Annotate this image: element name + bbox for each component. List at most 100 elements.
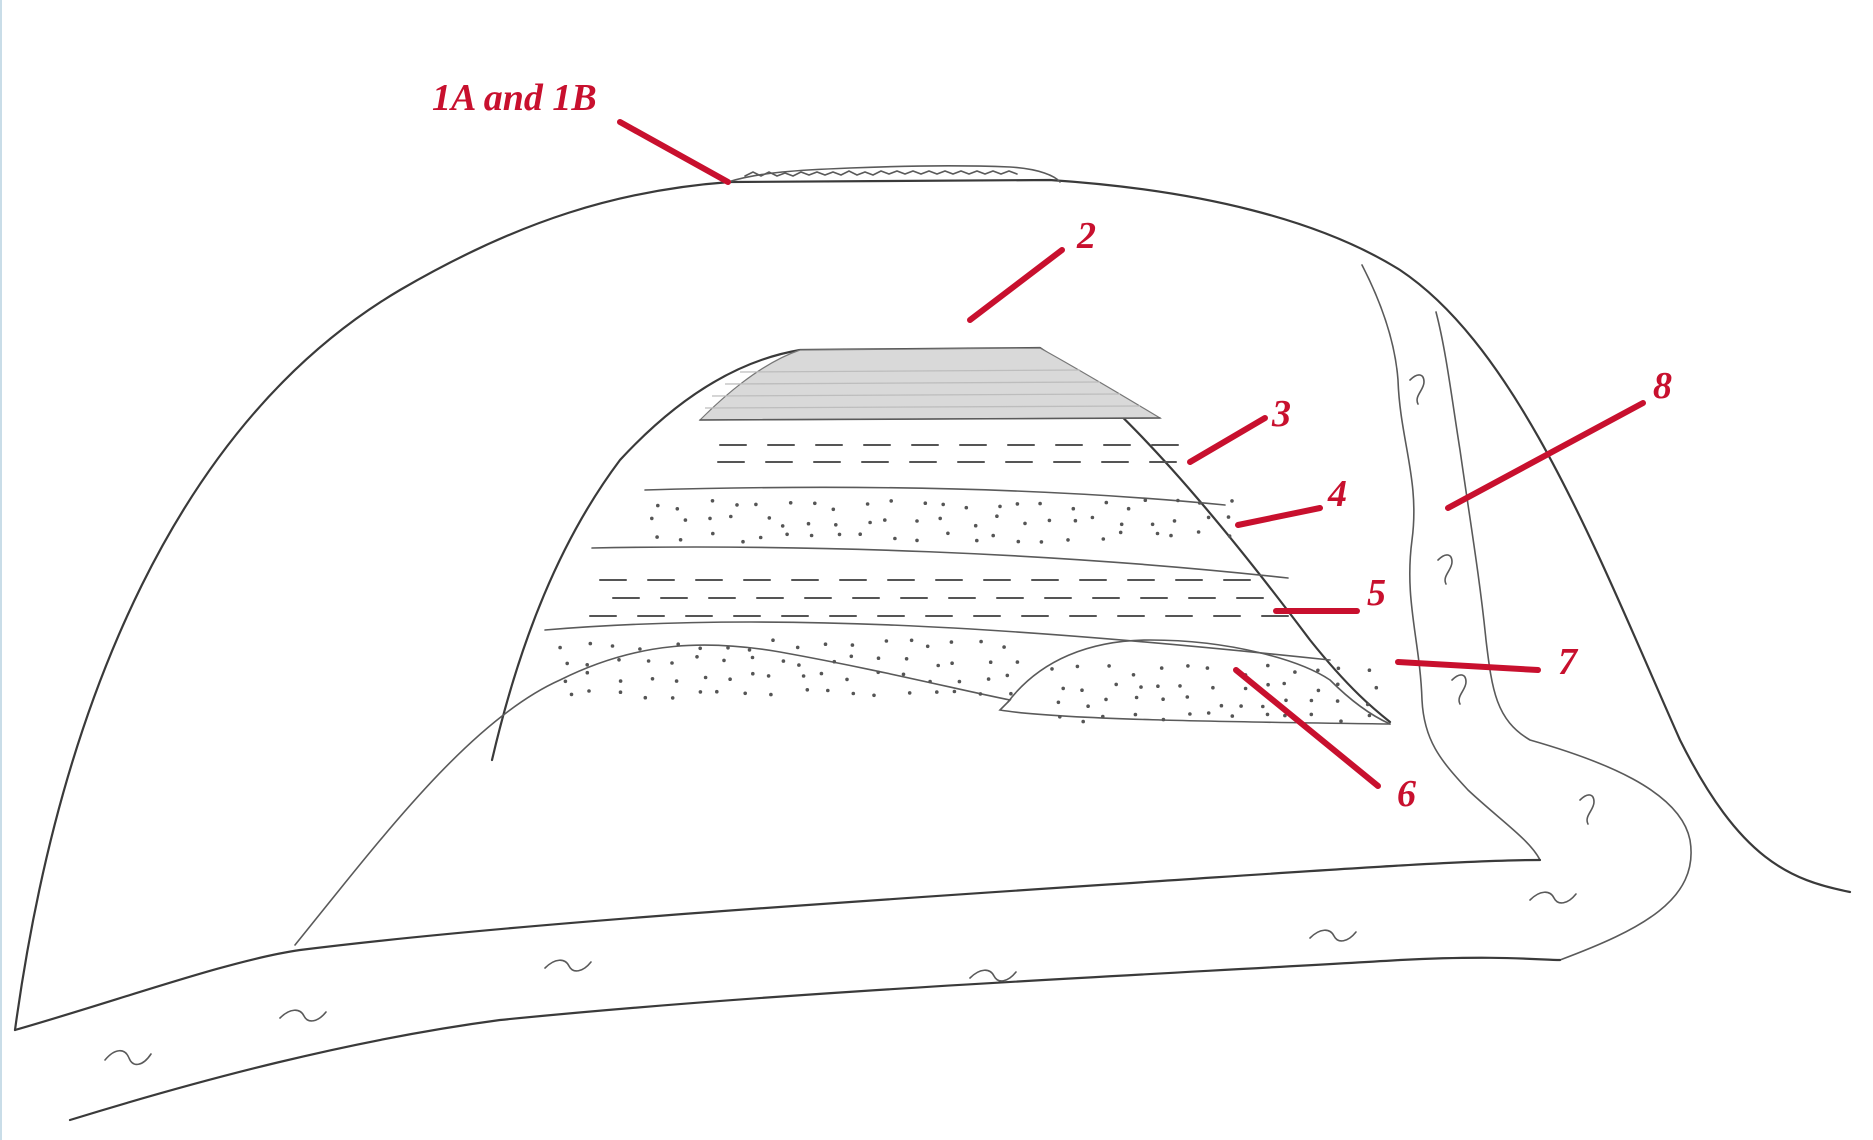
sandstone-dot [647,659,651,663]
dike-squiggle-2 [1438,555,1452,584]
sandstone-dot [850,655,854,659]
boundary-5-6 [545,622,1330,660]
layer-6-lens [1008,640,1390,724]
label-8: 8 [1653,365,1672,407]
label-7: 7 [1558,641,1579,683]
sandstone-dot [1375,686,1379,690]
sandstone-dot [946,532,950,536]
sandstone-dot [1104,698,1108,702]
label-6: 6 [1397,773,1416,815]
sandstone-dot [868,521,872,525]
sandstone-dot [743,692,747,696]
sandstone-dot [958,680,962,684]
sandstone-dot [1107,664,1111,668]
sandstone-dot [1016,502,1020,506]
sandstone-dot [675,679,679,683]
sandstone-dot [676,507,680,511]
sandstone-dot [998,505,1002,509]
sandstone-dot [1040,540,1044,544]
leader-3 [1190,418,1265,462]
sandstone-dot [1162,718,1166,722]
label-4: 4 [1327,473,1347,515]
sandstone-dot [1156,684,1160,688]
sandstone-dot [991,534,995,538]
sandstone-dot [858,532,862,536]
shale-dash-pattern [590,445,1288,616]
sandstone-dot [656,504,660,508]
sandstone-dot [676,642,680,646]
sandstone-dot [1176,499,1180,503]
sandstone-dot [1310,699,1314,703]
sandstone-dot [941,503,945,507]
sandstone-dot [1102,537,1106,541]
hill-outline [15,180,1850,1030]
sandstone-dot [902,673,906,677]
sandstone-dot [754,503,758,507]
sandstone-dot [1293,670,1297,674]
sandstone-dot [845,678,849,682]
sandstone-dot [965,506,969,510]
sandstone-dot [1284,699,1288,703]
sandstone-dot [704,676,708,680]
sandstone-dot [1156,532,1160,536]
leader-2 [970,250,1062,320]
sandstone-dot [1266,713,1270,717]
sandstone-dot [1211,686,1215,690]
sandstone-dot [877,656,881,660]
sandstone-dot [708,517,712,521]
sandstone-dot [1050,667,1054,671]
sandstone-dot [722,659,726,663]
sandstone-dot [1231,714,1235,718]
sandstone-dot [883,518,887,522]
sandstone-dot [711,499,715,503]
sandstone-dot [987,677,991,681]
sandstone-dot [684,518,688,522]
sandstone-dot [872,694,876,698]
sandstone-dot [1188,712,1192,716]
sandstone-dot [1074,519,1078,523]
sandstone-dot [1127,507,1131,511]
sandstone-dot [885,639,889,643]
sandstone-dot [1366,703,1370,707]
sandstone-dot [767,674,771,678]
sandstone-dot [699,690,703,694]
sandstone-dot [908,691,912,695]
sandstone-dot [824,642,828,646]
sandstone-dot [726,646,730,650]
sandstone-dot [806,688,810,692]
sandstone-dot [565,662,569,666]
sandstone-dot [1244,687,1248,691]
label-5: 5 [1367,572,1386,614]
sandstone-dot [1081,720,1085,724]
sandstone-dot [889,499,893,503]
sandstone-dot [586,671,590,675]
sandstone-dot [1061,687,1065,691]
sandstone-dot [1207,516,1211,520]
sandstone-dot [1197,530,1201,534]
lower-rock-mass [295,645,1390,945]
sandstone-dot [924,501,928,505]
sandstone-dot [617,658,621,662]
sandstone-dot [1038,502,1042,506]
sandstone-dot [655,535,659,539]
sandstone-dot [1105,501,1109,505]
sandstone-dot [1066,538,1070,542]
label-3: 3 [1271,393,1291,435]
sandstone-dot [785,533,789,537]
sandstone-dot [1220,704,1224,708]
dike-squiggle-3 [1452,675,1466,704]
sandstone-dot [852,692,856,696]
sandstone-dot [915,539,919,543]
sandstone-dot [1266,664,1270,668]
sandstone-dot [926,645,930,649]
sandstone-dot [1169,534,1173,538]
sandstone-dot [1336,699,1340,703]
sandstone-dot-pattern [558,498,1378,723]
sandstone-dot [905,657,909,661]
sandstone-dot [1207,711,1211,715]
sandstone-dot [1339,719,1343,723]
sandstone-dot [1151,523,1155,527]
sandstone-dot [1206,666,1210,670]
sandstone-dot [587,689,591,693]
